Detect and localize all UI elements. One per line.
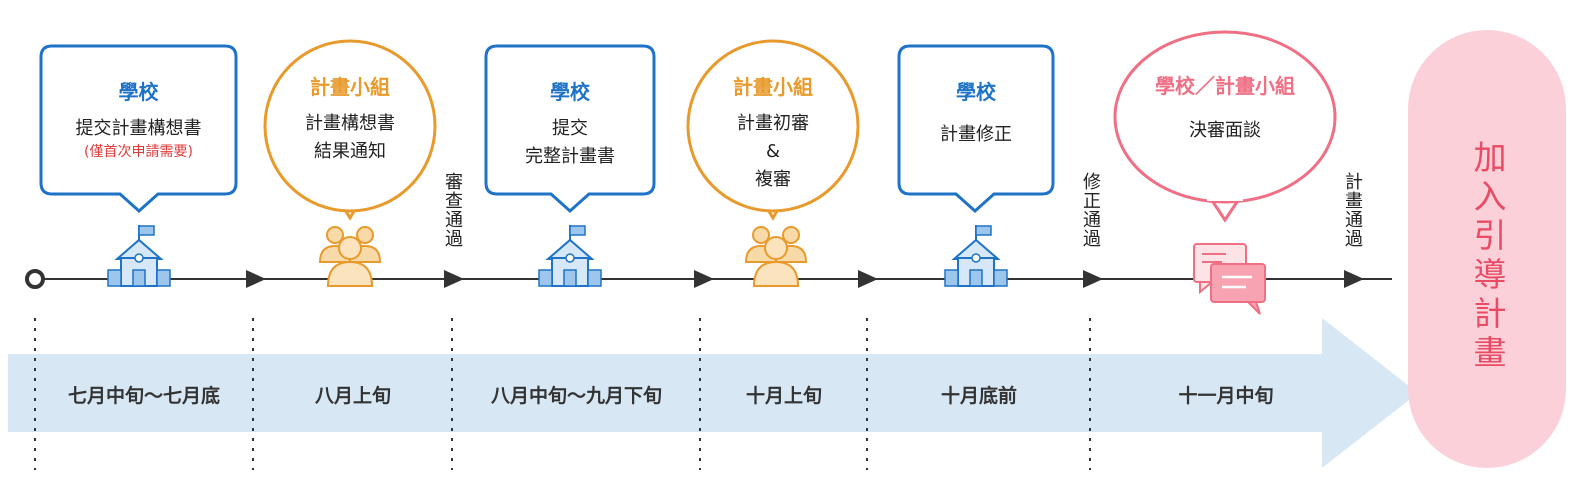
join-program-label: 加入引導計畫 <box>1468 140 1507 374</box>
timeline-band-arrow <box>8 318 1418 468</box>
step-description: 決審面談 <box>1189 120 1261 141</box>
group-bubble-shape <box>686 39 860 221</box>
step-description: & <box>765 141 781 162</box>
step-description: 提交 <box>552 118 588 139</box>
step-actor: 學校 <box>118 80 159 104</box>
step-school-revise: 學校 計畫修正 <box>899 46 1053 194</box>
school-icon <box>538 225 602 287</box>
timeline-start-marker <box>25 269 45 289</box>
arrowhead-icon <box>858 270 878 288</box>
period-label: 八月中旬～九月下旬 <box>490 385 662 407</box>
arrowhead-icon <box>444 270 464 288</box>
step-final-interview: 學校／計畫小組 決審面談 <box>1115 32 1335 202</box>
step-actor: 學校／計畫小組 <box>1155 74 1295 98</box>
step-description: 複審 <box>755 169 791 190</box>
period-label: 十月底前 <box>940 385 1017 407</box>
step-group-concept-result: 計畫小組 計畫構想書 結果通知 <box>265 41 435 211</box>
team-icon <box>744 226 808 287</box>
step-description: 計畫修正 <box>940 124 1012 145</box>
step-school-submit-concept: 學校 提交計畫構想書 (僅首次申請需要) <box>41 46 236 194</box>
arrowhead-icon <box>694 270 714 288</box>
milestone-label: 審查通過 <box>442 172 463 248</box>
step-school-submit-plan: 學校 提交 完整計畫書 <box>486 46 654 194</box>
school-bubble-shape <box>897 44 1055 214</box>
step-description: 計畫構想書 <box>305 113 395 134</box>
period-label: 八月上旬 <box>314 385 391 407</box>
step-actor: 計畫小組 <box>733 75 813 99</box>
group-bubble-shape <box>263 39 437 221</box>
step-description: 計畫初審 <box>737 113 809 134</box>
arrowhead-icon <box>1344 270 1364 288</box>
step-description: 結果通知 <box>314 141 386 162</box>
chat-icon <box>1193 243 1266 315</box>
step-actor: 學校 <box>550 80 590 104</box>
step-description: 完整計畫書 <box>525 146 615 167</box>
step-note: (僅首次申請需要) <box>84 144 193 160</box>
period-label: 十一月中旬 <box>1178 385 1274 407</box>
arrowhead-icon <box>246 270 266 288</box>
milestone-label: 計畫通過 <box>1342 172 1363 248</box>
step-description: 提交計畫構想書 <box>75 118 202 139</box>
school-bubble-shape <box>484 44 656 214</box>
team-icon <box>318 226 382 287</box>
step-actor: 學校 <box>956 80 996 104</box>
school-icon <box>107 225 171 287</box>
step-group-review: 計畫小組 計畫初審 & 複審 <box>688 41 858 211</box>
period-label: 七月中旬～七月底 <box>67 385 220 407</box>
join-program-pill <box>1408 30 1566 468</box>
school-bubble-shape <box>39 44 238 214</box>
timeline-arrowheads <box>246 270 1364 288</box>
school-icon <box>944 225 1008 287</box>
step-actor: 計畫小組 <box>310 75 390 99</box>
period-label: 十月上旬 <box>745 385 822 407</box>
final-bubble-shape <box>1113 30 1337 223</box>
arrowhead-icon <box>1083 270 1103 288</box>
milestone-label: 修正通過 <box>1080 172 1101 248</box>
